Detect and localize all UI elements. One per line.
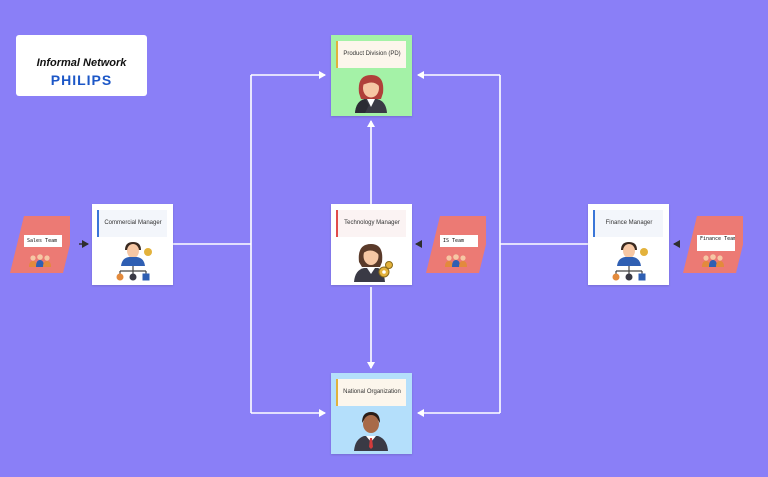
node-label-box: National Organization [336,379,406,406]
man-avatar-icon [354,412,388,451]
connector-finance-trunk [499,75,588,413]
title-card: Informal Network PHILIPS [16,35,147,96]
manager-network-icon [612,242,648,281]
node-label-box: Commercial Manager [97,210,167,237]
people-group-icon [702,254,724,267]
node-product-division[interactable]: Product Division (PD) [331,35,412,116]
node-label-box: Product Division (PD) [336,41,406,68]
manager-network-icon [116,242,152,281]
node-label-box: Finance Manager [593,210,663,237]
people-group-icon [29,254,51,267]
node-label-box: Technology Manager [336,210,406,237]
node-label: Product Division (PD) [343,51,401,57]
diagram-title: Informal Network [36,57,127,69]
people-group-icon [445,254,467,267]
team-finance[interactable]: Finance Team [683,216,743,273]
node-label: Commercial Manager [104,220,162,226]
team-label: IS Team [440,235,478,247]
woman-avatar-icon [355,75,387,113]
team-sales[interactable]: Sales Team [10,216,70,273]
node-national-organization[interactable]: National Organization [331,373,412,454]
brand-logo: PHILIPS [50,72,113,88]
node-commercial-manager[interactable]: Commercial Manager [92,204,173,285]
connector-commercial-trunk [173,75,252,413]
node-label: Finance Manager [605,220,653,226]
node-technology-manager[interactable]: Technology Manager [331,204,412,285]
team-label: Finance Team [697,235,735,251]
node-finance-manager[interactable]: Finance Manager [588,204,669,285]
team-label: Sales Team [24,235,62,247]
team-is[interactable]: IS Team [426,216,486,273]
node-label: National Organization [343,389,401,395]
node-label: Technology Manager [344,220,400,226]
woman-gears-avatar-icon [354,244,393,282]
